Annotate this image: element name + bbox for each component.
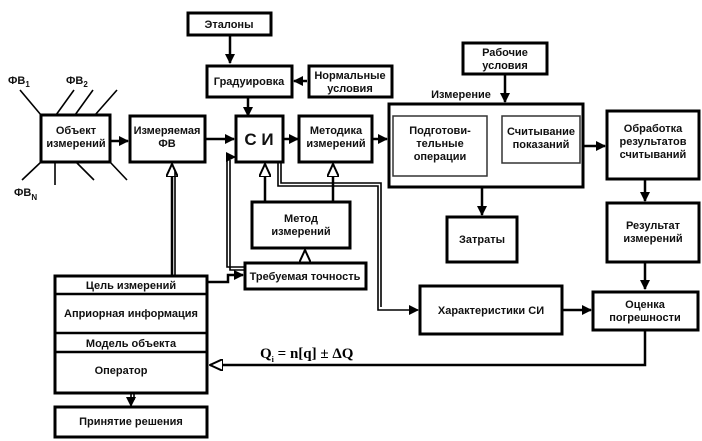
etalony-label: Эталоны: [205, 19, 254, 31]
preparatory-label-2: тельные: [416, 138, 463, 150]
measured-fv-label-2: ФВ: [158, 138, 175, 150]
box-costs: Затраты: [445, 215, 519, 264]
work-cond-label-1: Рабочие: [482, 47, 528, 59]
box-measurement-group: Измерение Подготови- тельные операции Сч…: [387, 89, 585, 189]
fv2-label: ФВ2: [66, 75, 88, 89]
required-accuracy-label: Требуемая точность: [250, 271, 361, 283]
si-characteristics-label: Характеристики СИ: [438, 305, 544, 317]
si-label: С И: [244, 130, 273, 149]
result-label-2: измерений: [623, 233, 682, 245]
fv1-label: ФВ1: [8, 75, 30, 89]
processing-label-2: результатов: [619, 136, 686, 148]
box-graduirovka: Градуировка: [205, 64, 294, 99]
apriori-label: Априорная информация: [64, 308, 198, 320]
box-preparatory: [392, 115, 488, 177]
box-error-estimate: Оценка погрешности: [591, 290, 700, 332]
measurement-group-label: Измерение: [431, 89, 491, 101]
processing-label-1: Обработка: [624, 123, 683, 135]
formula-label: Qi = n[q] ± ΔQ: [260, 346, 354, 364]
costs-label: Затраты: [459, 234, 505, 246]
methodology-label-1: Методика: [310, 125, 363, 137]
box-reading: [501, 115, 581, 164]
decision-label: Принятие решения: [79, 416, 183, 428]
measured-fv-label-1: Измеряемая: [134, 125, 201, 137]
normal-cond-label-1: Нормальные: [314, 70, 385, 82]
object-model-label: Модель объекта: [86, 338, 177, 350]
graduirovka-label: Градуировка: [214, 76, 285, 88]
normal-cond-label-2: условия: [327, 83, 372, 95]
error-estimate-label-1: Оценка: [625, 299, 666, 311]
arrow-accuracy-to-si-double: [229, 160, 244, 271]
processing-label-3: считываний: [620, 149, 687, 161]
work-cond-label-2: условия: [482, 60, 527, 72]
object-label-2: измерений: [46, 138, 105, 150]
box-object: Объект измерений: [39, 113, 112, 164]
box-measured-fv: Измеряемая ФВ: [128, 114, 207, 164]
box-etalony: Эталоны: [186, 11, 273, 37]
method-label-1: Метод: [284, 213, 318, 225]
arrow-error-to-operator: [210, 330, 647, 365]
box-si-characteristics: Характеристики СИ: [418, 284, 564, 336]
box-work-conditions: Рабочие условия: [461, 41, 549, 76]
box-processing: Обработка результатов считываний: [605, 109, 701, 181]
fvn-label: ФВN: [14, 187, 37, 202]
connectors: [19, 35, 650, 407]
arrow-accuracy-to-si: [226, 152, 244, 268]
box-normal-conditions: Нормальные условия: [307, 64, 394, 99]
object-rays: [19, 89, 128, 185]
preparatory-label-1: Подготови-: [409, 125, 471, 137]
arrow-goal-to-accuracy: [208, 270, 244, 284]
arrow-si-to-characteristics: [277, 163, 419, 315]
box-required-accuracy: Требуемая точность: [243, 261, 368, 291]
box-result: Результат измерений: [605, 201, 701, 264]
object-label-1: Объект: [56, 125, 97, 137]
reading-label-1: Считывание: [507, 126, 575, 138]
box-methodology: Методика измерений: [297, 114, 374, 164]
box-method: Метод измерений: [250, 200, 352, 250]
preparatory-label-3: операции: [414, 151, 467, 163]
reading-label-2: показаний: [513, 139, 570, 151]
arrow-si-to-characteristics-double: [280, 163, 382, 307]
error-estimate-label-2: погрешности: [609, 312, 680, 324]
box-operator-stack: Цель измерений Априорная информация Моде…: [53, 274, 209, 395]
operator-label: Оператор: [95, 365, 148, 377]
result-label-1: Результат: [626, 220, 681, 232]
methodology-label-2: измерений: [306, 138, 365, 150]
goal-label: Цель измерений: [86, 280, 176, 292]
method-label-2: измерений: [271, 226, 330, 238]
box-si: С И: [234, 114, 285, 164]
box-decision: Принятие решения: [53, 405, 209, 439]
